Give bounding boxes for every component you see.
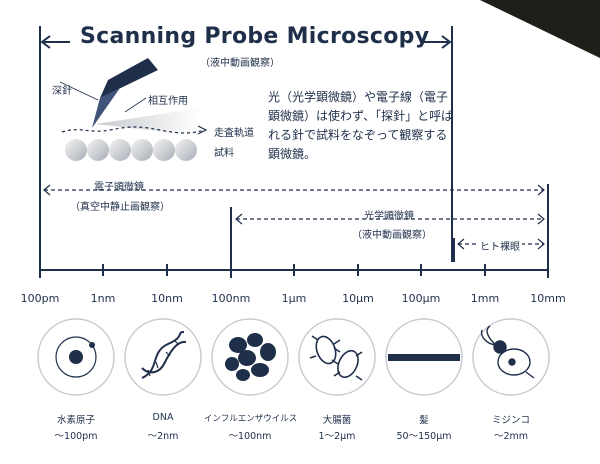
item-range-virus: 〜100nm [228, 431, 272, 442]
spm-range-bracket [39, 26, 453, 262]
daphnia-icon [480, 325, 535, 379]
eye-range-name: ヒト裸眼 [478, 238, 522, 253]
item-circle-bacteria [298, 318, 376, 396]
scale-axis [39, 262, 549, 278]
optical-range-note: （液中動画観察） [352, 230, 432, 241]
electron-range-note: （真空中静止画観察） [70, 202, 170, 213]
probe-illustration [59, 58, 208, 161]
scale-label-1um: 1μm [281, 292, 307, 305]
scale-label-100nm: 100nm [211, 292, 251, 305]
item-range-hair: 50〜150μm [396, 431, 452, 442]
probe-label: 深針 [52, 86, 72, 97]
item-name-virus: インフルエンザウイルス [204, 414, 298, 424]
electron-range-arrow [43, 184, 549, 262]
item-circle-hydrogen [37, 318, 115, 396]
trajectory-label: 走査軌道 [214, 128, 254, 139]
sample-label: 試料 [214, 148, 234, 159]
dna-icon [141, 331, 187, 379]
scale-label-100um: 100μm [401, 292, 441, 305]
sample-spheres [65, 139, 197, 161]
page-title: Scanning Probe Microscopy [80, 24, 430, 49]
scan-trajectory [61, 126, 206, 134]
spm-description: 光（光学顕微鏡）や電子線（電子顕微鏡）は使わず、「探針」と呼ばれる針で試料をなぞ… [268, 90, 454, 161]
item-circle-virus [211, 318, 289, 396]
optical-range-name: 光学顕微鏡 [364, 211, 414, 222]
probe-tip [92, 88, 120, 128]
electron-range-name: 電子顕微鏡 [94, 182, 144, 193]
scale-label-10nm: 10nm [151, 292, 183, 305]
item-name-daphnia: ミジンコ [491, 415, 530, 426]
page-subtitle: （液中動画観察） [200, 58, 280, 69]
item-name-hair: 髪 [419, 415, 429, 426]
item-range-dna: 〜2nm [147, 431, 179, 442]
item-range-daphnia: 〜2mm [493, 431, 529, 442]
scale-label-1nm: 1nm [90, 292, 116, 305]
scale-label-100pm: 100pm [20, 292, 60, 305]
item-circle-daphnia [472, 318, 550, 396]
optical-range-arrow [230, 207, 545, 262]
interaction-label: 相互作用 [148, 96, 188, 107]
scale-label-10um: 10μm [342, 292, 374, 305]
scale-label-1mm: 1mm [470, 292, 500, 305]
bacteria-icon [309, 335, 363, 381]
item-circle-hair [385, 318, 463, 396]
scale-label-10mm: 10mm [530, 292, 566, 305]
interaction-beam [96, 108, 200, 136]
atom-icon [55, 336, 97, 378]
virus-icon [225, 333, 276, 381]
item-name-hydrogen: 水素原子 [56, 415, 95, 426]
corner-photo-fragment [480, 0, 600, 58]
item-circle-dna [124, 318, 202, 396]
item-range-bacteria: 1〜2μm [318, 431, 356, 442]
probe-cantilever [100, 58, 158, 98]
hair-icon [388, 354, 460, 361]
item-range-hydrogen: 〜100pm [54, 431, 98, 442]
item-name-bacteria: 大腸菌 [322, 415, 352, 426]
item-name-dna: DNA [152, 412, 174, 423]
